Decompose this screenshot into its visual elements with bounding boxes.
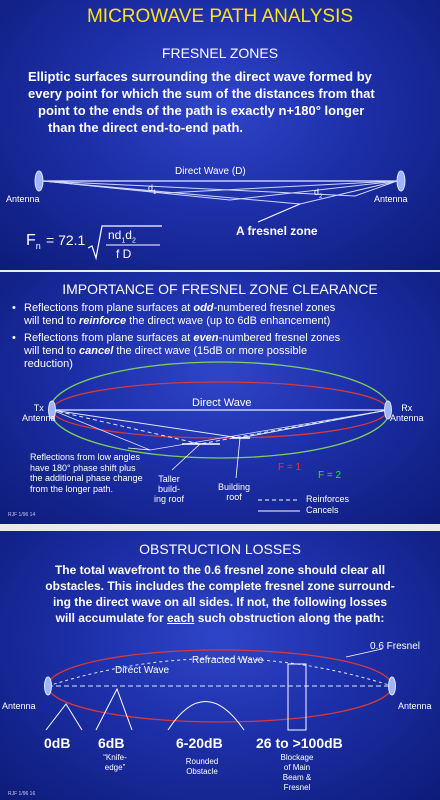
antenna-label-right: Antenna <box>374 194 408 204</box>
formula-lhs: Fn <box>26 232 41 252</box>
bullet-line: Reflections from plane surfaces at even-… <box>24 332 341 344</box>
f2-label: F = 2 <box>318 470 342 481</box>
left-antenna-icon <box>44 676 52 696</box>
description-line: point to the ends of the path is exactly… <box>38 103 365 118</box>
f1-label: F = 1 <box>278 462 302 473</box>
obstruction-losses-panel: OBSTRUCTION LOSSES The total wavefront t… <box>0 531 440 800</box>
rounded-obstacle-icon <box>167 701 245 731</box>
d1-label: d1 <box>148 183 157 196</box>
loss-value-knife-edge: 6dB <box>98 735 125 751</box>
fresnel-zone-pointer <box>257 203 301 223</box>
bullet-line: will tend to cancel the direct wave (15d… <box>24 345 308 357</box>
description-line: ing the direct wave on all sides. If not… <box>52 595 388 609</box>
fresnel-zone-diagram <box>34 170 406 223</box>
section-subtitle: FRESNEL ZONES <box>161 45 279 61</box>
obstruction-description: The total wavefront to the 0.6 fresnel z… <box>14 562 426 626</box>
knife-edge-obstacle-icon <box>95 687 133 731</box>
tx-antenna-icon <box>48 400 56 420</box>
description-line: Elliptic surfaces surrounding the direct… <box>28 69 372 84</box>
clearance-diagram <box>48 361 392 512</box>
building-roof-label: Building roof <box>218 482 251 502</box>
description-line: obstacles. This includes the complete fr… <box>45 579 395 593</box>
fresnel-clearance-panel: IMPORTANCE OF FRESNEL ZONE CLEARANCE • R… <box>0 272 440 524</box>
taller-roof-pointer <box>171 443 201 471</box>
antenna-label-right: Antenna <box>398 701 432 711</box>
bullet-line: reduction) <box>24 358 73 370</box>
fresnel-path-3 <box>42 180 398 205</box>
d2-label: d2 <box>314 187 323 200</box>
antenna-label-left: Antenna <box>6 194 40 204</box>
bullet-odd: • Reflections from plane surfaces at odd… <box>12 302 335 328</box>
left-antenna-icon <box>34 170 44 192</box>
taller-building-roof-label: Taller build- ing roof <box>154 474 185 504</box>
reflections-note: Reflections from low angles have 180° ph… <box>30 452 143 494</box>
description-line: than the direct end-to-end path. <box>48 120 243 135</box>
bullet-line: Reflections from plane surfaces at odd-n… <box>24 302 336 314</box>
emphasis-each: each <box>167 611 195 625</box>
refracted-wave-path <box>47 658 393 687</box>
section-title: OBSTRUCTION LOSSES <box>139 541 301 557</box>
knife-edge-caption: “Knife-edge” <box>103 753 127 772</box>
fresnel-zones-panel: MICROWAVE PATH ANALYSIS FRESNEL ZONES El… <box>0 0 440 270</box>
bullet-line: will tend to reinforce the direct wave (… <box>24 315 331 327</box>
reflections-pointer <box>127 447 151 451</box>
antenna-label-left: Antenna <box>2 701 36 711</box>
loss-value-rounded: 6-20dB <box>176 735 223 751</box>
bullet-icon: • <box>12 332 16 344</box>
obstruction-diagram <box>44 648 396 731</box>
right-antenna-icon <box>396 170 406 192</box>
fresnel-06-label: 0.6 Fresnel <box>370 641 421 652</box>
formula-constant: = 72.1 <box>46 232 86 248</box>
refracted-wave-label: Refracted Wave <box>192 655 264 666</box>
square-root-icon <box>88 225 162 261</box>
clear-obstacle-icon <box>45 703 83 731</box>
loss-value-clear: 0dB <box>44 735 71 751</box>
fresnel-description: Elliptic surfaces surrounding the direct… <box>28 68 375 136</box>
bullet-even: • Reflections from plane surfaces at eve… <box>12 332 340 371</box>
section-title: IMPORTANCE OF FRESNEL ZONE CLEARANCE <box>62 281 378 297</box>
description-line: will accumulate for each such obstructio… <box>55 611 385 625</box>
fresnel-zone-label: A fresnel zone <box>236 224 318 238</box>
direct-wave-label: Direct Wave (D) <box>175 166 246 177</box>
slide-credit: RJF 1/96 14 <box>8 512 36 518</box>
fresnel-path-2 <box>42 180 398 201</box>
loss-value-blockage: 26 to >100dB <box>256 735 343 751</box>
formula-denominator: f D <box>116 247 132 261</box>
description-line: The total wavefront to the 0.6 fresnel z… <box>54 563 386 577</box>
reinforces-legend: Reinforces <box>306 494 350 504</box>
building-roof-pointer <box>235 437 241 479</box>
blockage-obstacle-icon <box>287 663 307 731</box>
rx-antenna-icon <box>384 400 392 420</box>
panel-divider <box>0 524 440 531</box>
cancels-legend: Cancels <box>306 505 339 515</box>
direct-wave-label: Direct Wave <box>192 397 252 409</box>
right-antenna-icon <box>388 676 396 696</box>
direct-wave-label: Direct Wave <box>115 665 170 676</box>
fresnel-06-pointer <box>345 648 383 658</box>
page-title: MICROWAVE PATH ANALYSIS <box>86 6 354 27</box>
bullet-icon: • <box>12 302 16 314</box>
fresnel-path-4 <box>42 180 398 197</box>
slide-credit: RJF 1/96 16 <box>8 791 36 797</box>
description-line: every point for which the sum of the dis… <box>28 86 375 101</box>
cancelling-reflection <box>51 409 389 439</box>
panel-divider <box>0 270 440 272</box>
reinforcing-reflection <box>51 409 389 445</box>
formula-numerator: nd1d2 <box>108 228 136 245</box>
